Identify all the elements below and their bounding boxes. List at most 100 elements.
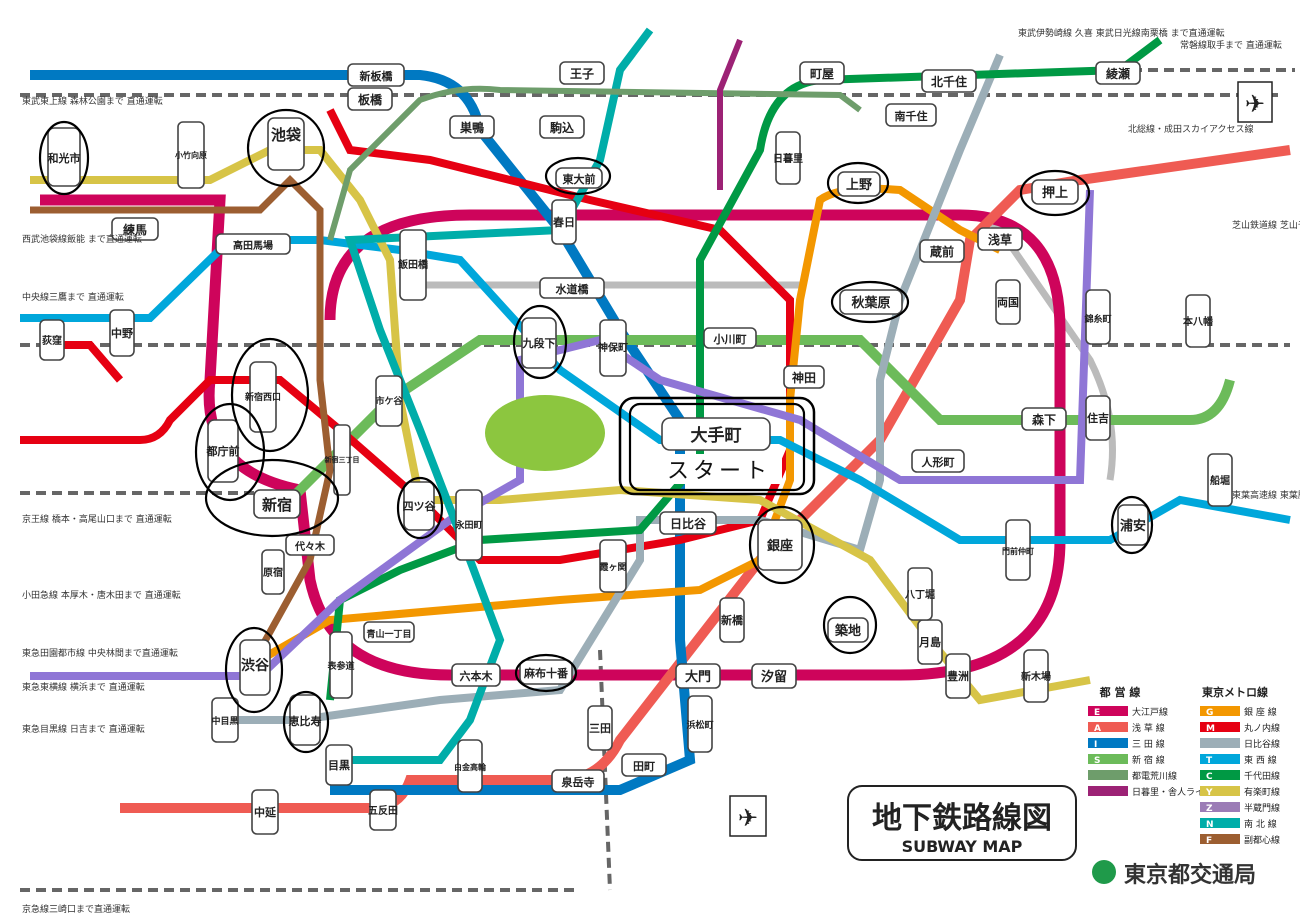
station-yoyogi[interactable]: 代々木 <box>285 534 335 556</box>
station-wakoshi[interactable]: 和光市 <box>47 127 81 187</box>
station-tsukiji[interactable]: 築地 <box>827 617 869 643</box>
station-ryogoku[interactable]: 両国 <box>995 279 1021 325</box>
station-minamisenju[interactable]: 南千住 <box>885 103 937 127</box>
station-ogikubo[interactable]: 荻窪 <box>39 319 65 361</box>
svg-text:築地: 築地 <box>834 623 861 639</box>
station-shinjukunishiguchi[interactable]: 新宿西口 <box>245 361 281 433</box>
station-kuramae[interactable]: 蔵前 <box>919 239 965 263</box>
station-kinshicho[interactable]: 錦糸町 <box>1083 289 1112 345</box>
station-ueno[interactable]: 上野 <box>837 171 881 197</box>
mita-line <box>30 70 696 795</box>
station-kitasenju[interactable]: 北千住 <box>921 69 977 93</box>
station-meguro[interactable]: 目黒 <box>325 744 353 786</box>
station-asakusa[interactable]: 浅草 <box>977 227 1023 251</box>
station-itabashi[interactable]: 板橋 <box>347 87 393 111</box>
station-nippori[interactable]: 日暮里 <box>773 131 803 185</box>
legend-label: 丸ノ内線 <box>1244 722 1280 734</box>
station-ayase[interactable]: 綾瀬 <box>1095 61 1141 85</box>
station-kasuga[interactable]: 春日 <box>551 199 577 245</box>
station-oji[interactable]: 王子 <box>559 61 605 85</box>
station-suidobashi[interactable]: 水道橋 <box>539 277 605 299</box>
station-urayasu[interactable]: 浦安 <box>1117 504 1149 546</box>
station-machiya[interactable]: 町屋 <box>799 61 845 85</box>
station-kotakemukaihara[interactable]: 小竹向原 <box>174 121 207 189</box>
station-komagome[interactable]: 駒込 <box>539 115 585 139</box>
station-shibuya[interactable]: 渋谷 <box>239 639 271 696</box>
station-sumiyoshi[interactable]: 住吉 <box>1085 395 1111 441</box>
station-ikebukuro[interactable]: 池袋 <box>267 117 305 171</box>
title-block: 地下鉄路線図 SUBWAY MAP <box>847 785 1077 861</box>
station-omotesando[interactable]: 表参道 <box>326 631 355 699</box>
station-jimbocho[interactable]: 神保町 <box>598 319 628 377</box>
station-aoyamaitchome[interactable]: 青山一丁目 <box>363 621 415 643</box>
station-sugamo[interactable]: 巣鴨 <box>449 115 495 139</box>
station-roppongi[interactable]: 六本木 <box>451 663 501 687</box>
station-ginza[interactable]: 銀座 <box>757 519 803 571</box>
station-nakano[interactable]: 中野 <box>109 309 135 357</box>
svg-text:恵比寿: 恵比寿 <box>289 714 322 728</box>
station-nagatacho[interactable]: 永田町 <box>454 489 483 561</box>
station-shinbashi[interactable]: 新橋 <box>719 597 745 643</box>
station-morishita[interactable]: 森下 <box>1021 407 1067 431</box>
station-gotanda[interactable]: 五反田 <box>368 789 398 831</box>
station-shinitabashi[interactable]: 新板橋 <box>347 63 405 87</box>
ginza-line <box>258 184 1002 664</box>
station-ogawamachi[interactable]: 小川町 <box>703 327 757 349</box>
svg-text:青山一丁目: 青山一丁目 <box>366 628 411 640</box>
station-takadanobaba[interactable]: 高田馬場 <box>215 233 291 255</box>
svg-text:都庁前: 都庁前 <box>206 444 240 458</box>
svg-text:原宿: 原宿 <box>263 566 283 579</box>
station-tsukishima[interactable]: 月島 <box>917 619 943 665</box>
station-ichigaya[interactable]: 市ケ谷 <box>375 375 403 427</box>
station-kudanshita[interactable]: 九段下 <box>521 317 557 369</box>
svg-text:東武東上線 森林公園まで 直通運転: 東武東上線 森林公園まで 直通運転 <box>22 95 163 107</box>
legend-code: F <box>1206 836 1212 846</box>
station-motoyawata[interactable]: 本八幡 <box>1183 294 1214 348</box>
svg-text:和光市: 和光市 <box>48 151 81 165</box>
station-tochomae[interactable]: 都庁前 <box>206 419 240 483</box>
station-funabori[interactable]: 船堀 <box>1207 453 1233 507</box>
station-tamachi[interactable]: 田町 <box>621 753 667 777</box>
svg-text:押上: 押上 <box>1042 185 1068 201</box>
station-harajuku[interactable]: 原宿 <box>261 549 285 595</box>
station-akihabara[interactable]: 秋葉原 <box>839 289 903 315</box>
station-ebisu[interactable]: 恵比寿 <box>289 694 322 746</box>
station-shinjuku[interactable]: 新宿 <box>253 489 301 519</box>
station-mita[interactable]: 三田 <box>587 705 613 751</box>
station-daimon[interactable]: 大門 <box>675 663 721 689</box>
station-kanda[interactable]: 神田 <box>783 365 825 389</box>
station-ningyocho[interactable]: 人形町 <box>911 449 965 473</box>
start-marker[interactable]: 大手町 スタート <box>618 396 816 496</box>
station-shinkiba[interactable]: 新木場 <box>1021 649 1051 703</box>
svg-text:日比谷: 日比谷 <box>670 516 707 531</box>
station-nakanobu[interactable]: 中延 <box>251 789 279 835</box>
station-kasumigaseki[interactable]: 霞ヶ関 <box>599 539 627 593</box>
station-oshiage[interactable]: 押上 <box>1031 179 1079 205</box>
svg-text:泉岳寺: 泉岳寺 <box>561 775 595 789</box>
station-nakameguro[interactable]: 中目黒 <box>211 697 239 743</box>
svg-text:九段下: 九段下 <box>522 336 556 350</box>
station-azabujuban[interactable]: 麻布十番 <box>519 659 573 685</box>
station-todaimae[interactable]: 東大前 <box>555 167 603 189</box>
station-sengakuji[interactable]: 泉岳寺 <box>551 769 605 793</box>
station-hibiya[interactable]: 日比谷 <box>659 511 717 535</box>
svg-text:練馬: 練馬 <box>123 222 147 237</box>
station-nerima[interactable]: 練馬 <box>111 217 159 241</box>
station-toyosu[interactable]: 豊洲 <box>945 653 971 699</box>
station-shiodome[interactable]: 汐留 <box>751 663 797 689</box>
svg-text:東急目黒線 日吉まで 直通運転: 東急目黒線 日吉まで 直通運転 <box>22 723 145 735</box>
station-yotsuya[interactable]: 四ツ谷 <box>403 481 437 531</box>
station-shiroganetakanawa[interactable]: 白金高輪 <box>454 739 487 793</box>
station-iidabashi[interactable]: 飯田橋 <box>397 229 429 301</box>
svg-text:水道橋: 水道橋 <box>556 282 590 296</box>
svg-text:新板橋: 新板橋 <box>360 69 394 83</box>
station-monzennakacho[interactable]: 門前仲町 <box>1002 519 1034 581</box>
station-shinjukusanchome[interactable]: 新宿三丁目 <box>325 424 360 496</box>
station-hatchobori[interactable]: 八丁堀 <box>904 567 935 621</box>
station-hamamatsucho[interactable]: 浜松町 <box>686 695 714 753</box>
